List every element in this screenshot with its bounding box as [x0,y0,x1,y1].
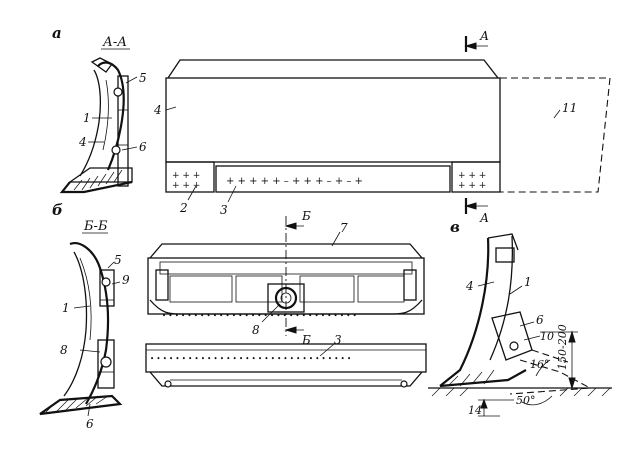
callout-a-4-front: 4 [153,103,162,117]
blade-side-section-b [39,242,123,417]
cut-b-letter-top: Б [301,209,311,223]
callout-v-6: 6 [536,313,544,327]
dim-height: 150-200 [556,324,569,370]
cut-a-letter-bottom: А [479,211,489,225]
callout-v-10: 10 [540,330,554,343]
callout-b-5: 5 [114,253,122,267]
dim-angle-16: 16° [530,358,550,371]
callout-b-8-top: 8 [252,323,260,337]
callout-b-6: 6 [86,417,94,431]
callout-a-11: 11 [562,101,577,115]
dim-angle-50: 50° [516,394,536,407]
svg-text:+ + +: + + + [458,181,486,191]
cut-a-letter-top: А [479,29,489,43]
blade-rear-view-b: • • • • • • • • • • • • • • • • • • • • … [147,216,425,336]
callout-b-8-side: 8 [60,343,68,357]
svg-text:• • • • • • • • • • • • • • •: • • • • • • • • • • • • • • • • • • • • … [162,312,357,320]
callout-b-1: 1 [62,301,70,315]
panel-a-letter: а [52,24,62,42]
svg-text:+ + +: + + + [458,171,486,181]
panel-b: б Б-Б 5 9 1 8 6 [39,201,427,431]
callout-a-6: 6 [139,140,147,154]
panel-b-letter: б [52,201,63,219]
callout-a-4-side: 4 [78,135,87,149]
callout-b-3: 3 [334,333,342,347]
callout-a-1: 1 [83,111,91,125]
callout-a-5: 5 [139,71,147,85]
callout-b-7: 7 [340,221,348,235]
dim-depth-14: 14 [468,404,482,417]
panel-a: а А-А 5 [52,24,611,225]
panel-v: в [428,218,612,417]
svg-text:+ + +: + + + [172,181,200,191]
callout-v-1: 1 [524,275,532,289]
svg-text:+ + +: + + + [172,171,200,181]
svg-text:+ + + + + – + +: + + + + + – + + + – + – + [226,176,363,187]
blade-side-section-a [59,57,138,194]
callout-v-4: 4 [465,279,474,293]
panel-b-section-label: Б-Б [83,219,108,234]
callout-a-2: 2 [179,201,188,215]
callout-a-3: 3 [220,203,228,217]
panel-v-letter: в [450,218,460,236]
blade-cutting-angle-view [428,233,612,417]
cut-b-letter-bottom: Б [301,333,311,347]
panel-a-section-label: А-А [102,35,127,50]
callout-b-9: 9 [122,273,130,287]
blade-front-view-a: + + + + + + + + + + + + + + + + + – + + … [165,36,611,214]
svg-text:• • • • • • • • • • • • • • •: • • • • • • • • • • • • • • • • • • • • … [150,355,351,363]
blade-bottom-view-b: • • • • • • • • • • • • • • • • • • • • … [145,343,427,388]
